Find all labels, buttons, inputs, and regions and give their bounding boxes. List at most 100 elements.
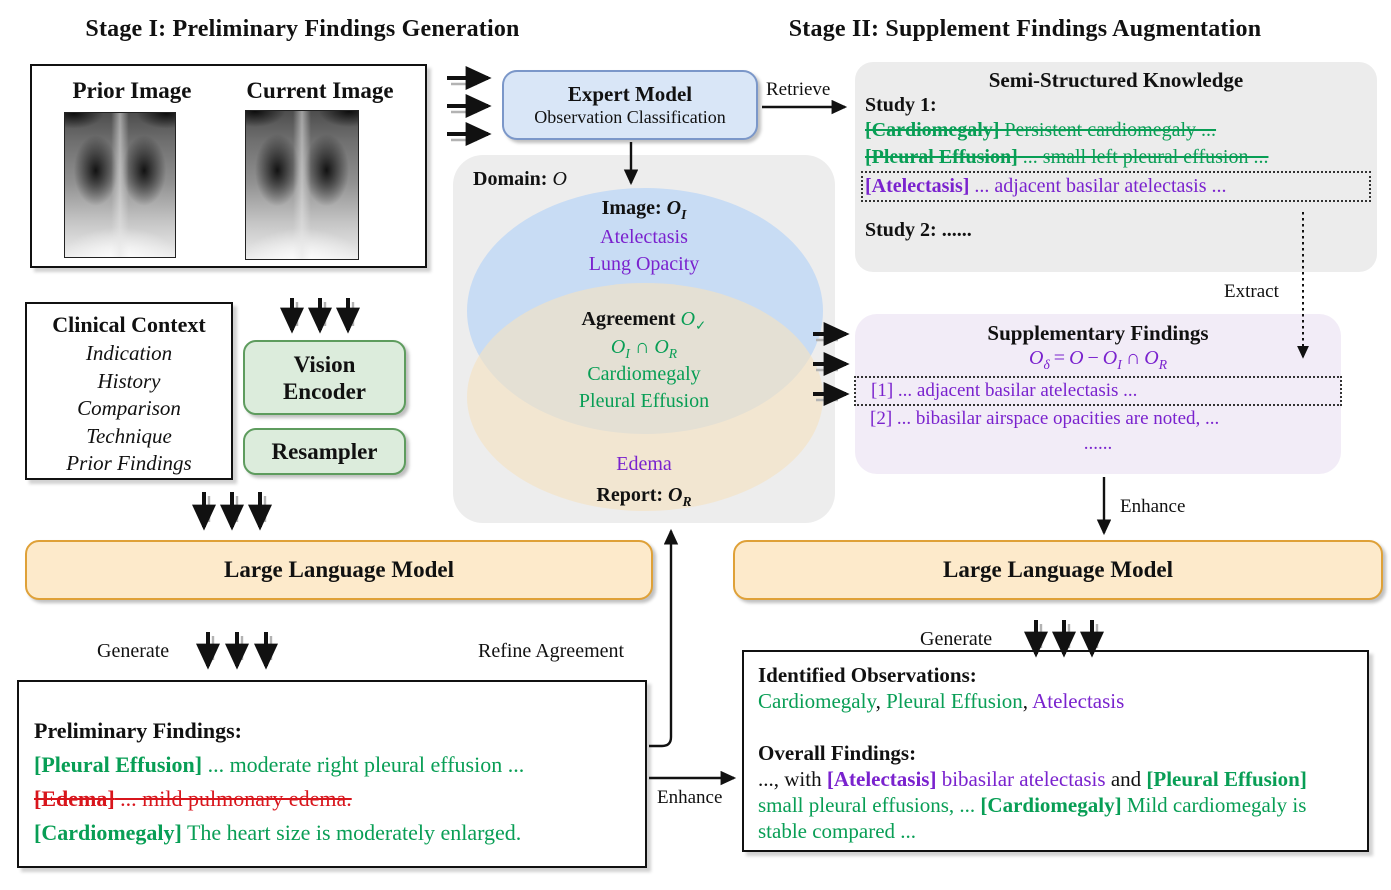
finding-text: ... moderate right pleural effusion ... [202,752,525,777]
knowledge-study1-label: Study 1: [865,94,937,116]
oi-sub-formula: I [1117,357,1122,372]
supplementary-title: Supplementary Findings [987,321,1209,345]
finding-text: ... adjacent basilar atelectasis ... [969,175,1227,197]
input-images-panel: Prior Image Current Image [30,64,427,268]
finding-tag: [Pleural Effusion] [865,146,1018,168]
or-sub: R [668,346,678,361]
domain-symbol: O [552,168,567,190]
finding-tag: [Cardiomegaly] [865,119,1000,141]
clinical-context-title: Clinical Context [52,312,206,337]
agreement-word: Agreement [581,308,676,330]
cap-operator: ∩ [634,336,650,358]
agreement-item-cardiomegaly: Cardiomegaly [587,363,701,385]
supplementary-formula: Oδ=O−OI∩OR [855,347,1341,373]
resampler-label: Resampler [271,439,378,464]
overall-seg-8: Mild cardiomegaly is stable compared ... [758,793,1307,843]
preliminary-findings-box: Preliminary Findings: [Pleural Effusion]… [17,680,647,868]
enhance-label-stage2: Enhance [1120,496,1186,517]
separator: , [1022,689,1033,713]
semi-structured-knowledge-box: Semi-Structured Knowledge Study 1: [Card… [855,62,1377,272]
knowledge-title: Semi-Structured Knowledge [988,68,1244,92]
finding-tag: [Atelectasis] [865,175,970,197]
identified-atelectasis: Atelectasis [1032,689,1125,713]
overall-findings-paragraph: ..., with [Atelectasis] bibasilar atelec… [758,766,1355,844]
resampler-box: Resampler [243,428,406,475]
supplementary-findings-box: Supplementary Findings Oδ=O−OI∩OR [1] ..… [854,314,1342,474]
overall-seg-3: bibasilar atelectasis [936,767,1106,791]
finding-tag: [Pleural Effusion] [34,752,203,777]
enhance-label-stage1: Enhance [657,787,723,808]
separator: , [875,689,887,713]
finding-text: The heart size is moderately enlarged. [181,820,522,845]
image-symbol-sub: I [681,207,687,222]
preliminary-line-cardiomegaly: [Cardiomegaly] The heart size is moderat… [34,816,645,850]
oi-sub: I [625,346,630,361]
expert-model-task: Observation Classification [534,107,726,127]
supplementary-item-2: [2] ... bibasilar airspace opacities are… [870,408,1220,429]
equals-operator: = [1053,347,1066,369]
or-symbol-formula: O [1144,347,1159,369]
identified-observations-line: Cardiomegaly, Pleural Effusion, Atelecta… [758,688,1355,714]
supplementary-ellipsis: ...... [1083,433,1113,454]
current-xray-image [245,110,359,260]
or-sub-formula: R [1158,357,1167,372]
overall-findings-title: Overall Findings: [758,741,917,765]
report-set-label: Report: OR [453,482,835,515]
image-set-label: Image: OI [453,195,835,228]
or-symbol: O [654,336,669,358]
preliminary-line-edema: [Edema] ... mild pulmonary edema. [34,782,645,816]
supplementary-item-1: [1] ... adjacent basilar atelectasis ... [854,376,1342,406]
overall-tag-cardiomegaly: [Cardiomegaly] [980,793,1122,817]
prior-image-label: Prior Image [72,78,192,103]
knowledge-study2-label: Study 2: ...... [865,219,972,241]
report-symbol: O [668,484,683,506]
clinical-item-prior-findings: Prior Findings [66,451,192,475]
generate-label-stage1: Generate [97,640,170,662]
domain-symbol-formula: O [1069,347,1084,369]
overall-seg-4: and [1105,767,1147,791]
finding-text: ... mild pulmonary edema. [114,786,352,811]
preliminary-line-pleural-effusion: [Pleural Effusion] ... moderate right pl… [34,748,645,782]
finding-tag: [Cardiomegaly] [34,820,182,845]
overall-seg-1: ..., with [758,767,827,791]
finding-text: Persistent cardiomegaly ... [999,119,1217,141]
domain-word: Domain: [473,168,548,190]
overall-tag-pleural-effusion: [Pleural Effusion] [1146,767,1307,791]
odelta-sub: δ [1043,357,1050,372]
refine-agreement-label: Refine Agreement [478,640,625,662]
knowledge-line-cardiomegaly: [Cardiomegaly] Persistent cardiomegaly .… [865,117,1367,144]
odelta-symbol: O [1029,347,1044,369]
knowledge-line-atelectasis: [Atelectasis] ... adjacent basilar atele… [861,171,1371,202]
image-item-atelectasis: Atelectasis [600,226,688,248]
finding-tag: [Edema] [34,786,115,811]
agreement-label: Agreement O✓ [453,306,835,339]
observation-venn-box: Domain: O Image: OI Atelectasis Lung Opa… [453,155,835,523]
clinical-item-comparison: Comparison [77,396,181,420]
identified-observations-title: Identified Observations: [758,663,977,687]
intersection-formula: OI ∩ OR [453,334,835,367]
identified-cardiomegaly: Cardiomegaly [758,689,876,713]
current-image-label: Current Image [246,78,394,103]
vision-encoder-box: Vision Encoder [243,340,406,415]
agreement-check-sub: ✓ [695,318,707,333]
overall-tag-atelectasis: [Atelectasis] [826,767,937,791]
stage1-title: Stage I: Preliminary Findings Generation [85,16,520,42]
preliminary-title: Preliminary Findings: [34,718,242,743]
domain-label: Domain: O [473,168,567,191]
cap-operator-formula: ∩ [1125,347,1141,369]
minus-operator: − [1087,347,1099,369]
stage2-title: Stage II: Supplement Findings Augmentati… [788,16,1262,42]
retrieve-label: Retrieve [766,79,831,100]
agreement-symbol: O [680,308,696,330]
agreement-item-pleural-effusion: Pleural Effusion [578,390,710,412]
vision-encoder-label: Vision Encoder [282,351,367,404]
clinical-context-box: Clinical Context Indication History Comp… [25,302,233,480]
identified-pleural-effusion: Pleural Effusion [886,689,1023,713]
image-symbol: O [666,197,682,219]
expert-model-box: Expert Model Observation Classification [502,70,758,140]
llm-box-stage2: Large Language Model [733,540,1383,600]
report-word: Report: [596,484,664,506]
llm-label-stage1: Large Language Model [224,557,454,582]
prior-xray-image [64,112,176,258]
